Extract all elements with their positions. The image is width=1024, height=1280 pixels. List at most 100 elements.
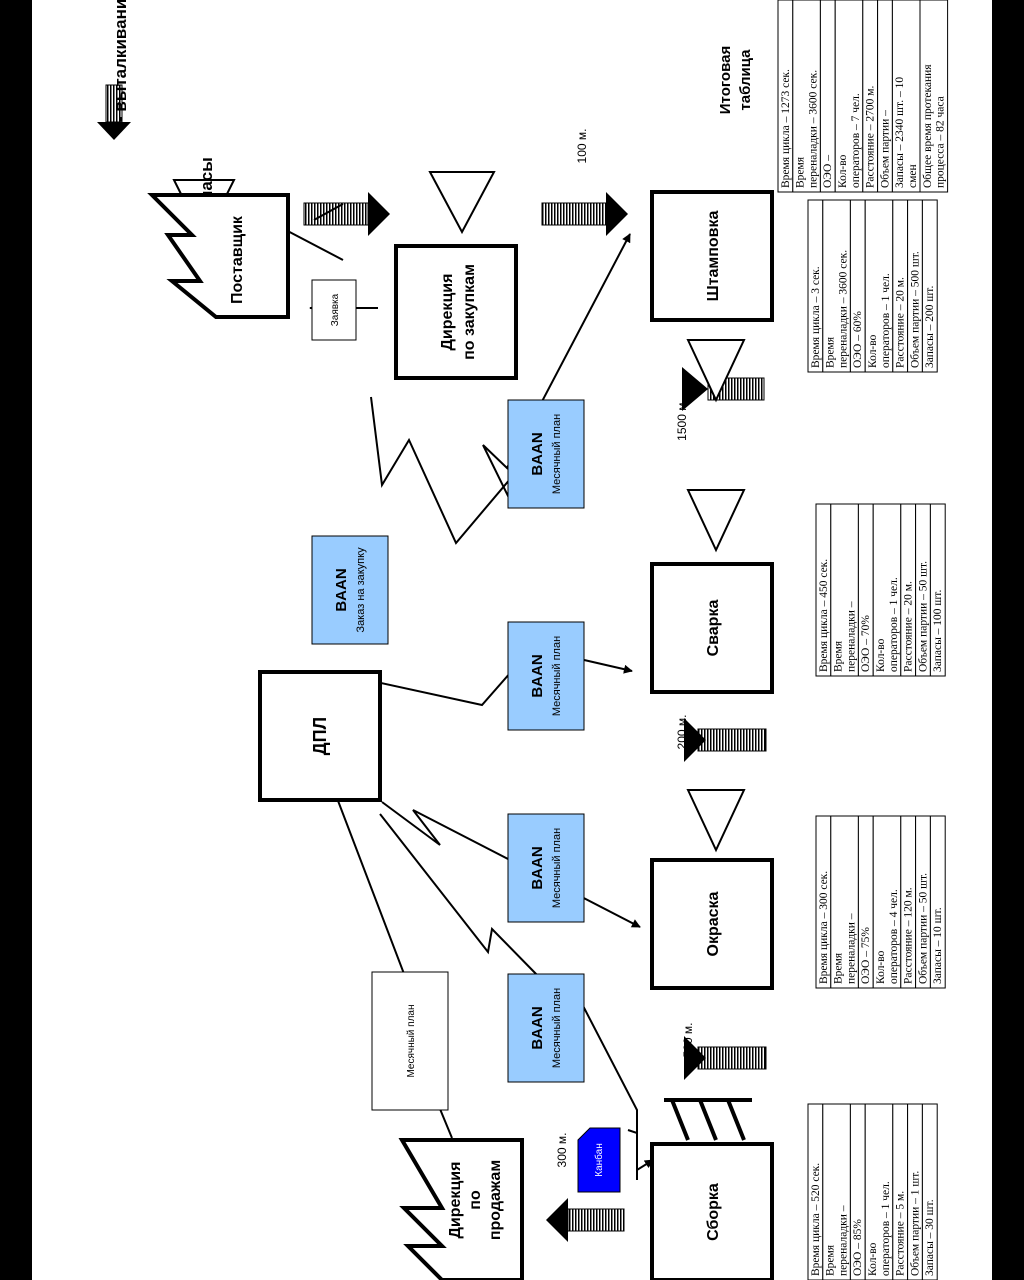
baan-purchase-box: BAAN Заказ на закупку xyxy=(311,535,389,645)
legend-push-arrow-icon xyxy=(97,84,131,140)
push-arrow-to-stamping-icon xyxy=(541,192,628,236)
kanban-card: Канбан xyxy=(577,1127,621,1193)
kanban-label: Канбан xyxy=(593,1143,605,1177)
assembly-table-cell: Время цикла – 520 сек. xyxy=(810,1163,822,1276)
push-arrow-assembly-sales-icon xyxy=(546,1198,625,1242)
assembly-table-cell: ОЭО – 85% xyxy=(852,1219,864,1276)
summary-title-line1: Итоговая xyxy=(717,46,734,114)
baan-stamping-subtitle: Месячный план xyxy=(551,414,563,494)
distance-welding-painting: 200 м. xyxy=(675,715,689,750)
welding-label: Сварка xyxy=(705,600,722,657)
legend-push-label: - выталкивание xyxy=(111,0,130,122)
push-arrow-painting-assembly-icon xyxy=(684,1036,767,1080)
inventory-triangle-stamping-icon xyxy=(686,339,746,403)
diagram-sheet: - выталкивание - запасы xyxy=(32,0,992,1280)
push-arrow-supplier-purchasing-icon xyxy=(303,192,390,236)
stamping-node: Штамповка xyxy=(650,190,774,322)
kanban-post-icon xyxy=(664,1098,752,1141)
assembly-table-cell: Расстояние – 5 м. xyxy=(895,1191,907,1276)
summary-table-cell: процесса – 82 часа xyxy=(935,96,947,188)
assembly-label: Сборка xyxy=(705,1183,722,1241)
stamping-table-cell: Расстояние – 20 м. xyxy=(895,277,907,368)
welding-table-row xyxy=(929,503,946,677)
order-box: Заявка xyxy=(311,279,357,341)
summary-table-cell: смен xyxy=(907,164,919,188)
dpl-label: ДПЛ xyxy=(310,717,330,755)
summary-table-cell: Общее время протекания xyxy=(922,64,934,188)
welding-table-cell: Запасы – 100 шт. xyxy=(932,590,944,672)
line-kanban-to-assembly xyxy=(627,1129,638,1180)
order-label: Заявка xyxy=(330,293,341,326)
summary-table-cell: Объем партии – xyxy=(879,110,891,188)
sales-plan-box: Месячный план xyxy=(371,971,449,1111)
inventory-triangle-painting-icon xyxy=(686,789,746,853)
distance-supplier-stamping: 100 м. xyxy=(575,129,589,164)
stamping-table-cell: переналадки – 3600 сек. xyxy=(837,250,849,368)
supplier-node: Поставщик xyxy=(147,193,290,319)
summary-table-row xyxy=(919,0,949,193)
painting-table-row xyxy=(929,815,946,989)
painting-table-cell: переналадки – xyxy=(845,913,857,984)
stamping-table-cell: Объем партии – 500 шт. xyxy=(909,251,921,368)
painting-table-cell: операторов – 4 чел. xyxy=(888,889,900,984)
stamping-table-cell: операторов – 1 чел. xyxy=(880,273,892,368)
baan-assembly-title: BAAN xyxy=(529,1006,546,1049)
baan-purchase-subtitle: Заказ на закупку xyxy=(355,547,367,633)
welding-table-cell: Объем партии – 50 шт. xyxy=(917,561,929,672)
line-dpl-to-stamping xyxy=(482,233,631,501)
assembly-table-cell: Кол-во xyxy=(867,1242,879,1276)
sales-node: Дирекция по продажам xyxy=(398,1138,524,1280)
painting-table-cell: Расстояние – 120 м. xyxy=(903,887,915,984)
welding-table-cell: ОЭО – 70% xyxy=(860,615,872,672)
assembly-table-row xyxy=(921,1103,938,1280)
baan-assembly-box: BAAN Месячный план xyxy=(507,973,585,1083)
supplier-label: Поставщик xyxy=(229,215,246,304)
painting-label: Окраска xyxy=(705,891,722,956)
inventory-triangle-supplier-icon xyxy=(428,171,496,235)
line-dpl-to-welding xyxy=(371,646,633,707)
summary-title-line2: таблица xyxy=(737,49,754,111)
summary-table-cell: Расстояние – 2700 м. xyxy=(865,86,877,188)
painting-table-cell: ОЭО – 75% xyxy=(860,927,872,984)
painting-table-cell: Время xyxy=(833,952,845,984)
welding-node: Сварка xyxy=(650,562,774,694)
baan-painting-title: BAAN xyxy=(529,846,546,889)
stamping-label: Штамповка xyxy=(705,210,722,301)
sales-label-line1: Дирекция xyxy=(447,1162,464,1239)
purchasing-node: Дирекция по закупкам xyxy=(394,244,518,380)
stamping-table-cell: Время xyxy=(825,336,837,368)
line-dpl-to-purchasing-zigzag xyxy=(370,396,517,545)
stamping-table-cell: Кол-во xyxy=(867,334,879,368)
stamping-table-cell: ОЭО – 60% xyxy=(852,311,864,368)
welding-table-cell: Время xyxy=(833,640,845,672)
distance-stamping-welding: 1500 м. xyxy=(675,399,689,441)
baan-painting-subtitle: Месячный план xyxy=(551,828,563,908)
summary-table-cell: операторов – 7 чел. xyxy=(850,93,862,188)
baan-stamping-title: BAAN xyxy=(529,432,546,475)
assembly-table-cell: операторов – 1 чел. xyxy=(880,1181,892,1276)
purchasing-label-line1: Дирекция xyxy=(439,274,456,351)
assembly-table-cell: Запасы – 30 шт. xyxy=(924,1199,936,1276)
stamping-table-row xyxy=(921,199,938,373)
summary-table-cell: переналадки – 3600 сек. xyxy=(807,70,819,188)
sales-plan-label: Месячный план xyxy=(406,1004,417,1077)
painting-table-cell: Объем партии – 50 шт. xyxy=(917,873,929,984)
baan-stamping-box: BAAN Месячный план xyxy=(507,399,585,509)
assembly-table-cell: переналадки – xyxy=(837,1205,849,1276)
push-arrow-welding-painting-icon xyxy=(684,718,767,762)
inventory-triangle-welding-icon xyxy=(686,489,746,553)
distance-painting-assembly: 500 м. xyxy=(681,1023,695,1058)
value-stream-map: - выталкивание - запасы xyxy=(97,0,949,1280)
painting-node: Окраска xyxy=(650,858,774,990)
assembly-table-cell: Время xyxy=(825,1244,837,1276)
painting-table-cell: Запасы – 10 шт. xyxy=(932,907,944,984)
stamping-table-cell: Время цикла – 3 сек. xyxy=(810,266,822,368)
welding-table-cell: Время цикла – 450 сек. xyxy=(818,559,830,672)
baan-welding-subtitle: Месячный план xyxy=(551,636,563,716)
